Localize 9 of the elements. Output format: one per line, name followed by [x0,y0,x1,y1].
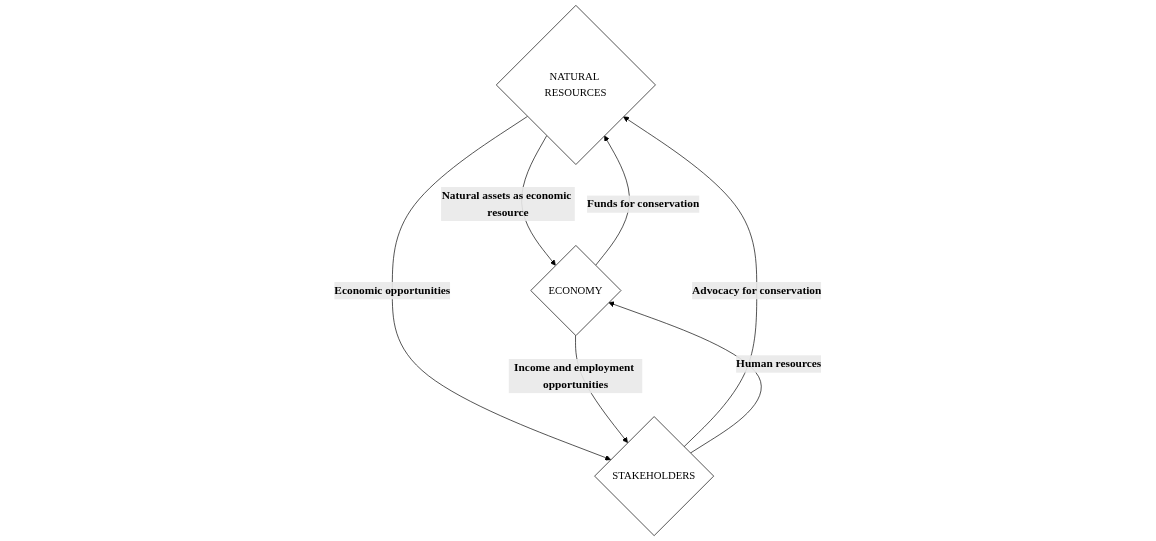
edge-label: Advocacy for conservation [692,284,822,297]
node-diamond: NATURAL RESOURCES [496,5,656,165]
edge-label: Human resources [736,357,822,371]
edge-label: Income and employment opportunities [514,361,635,391]
edge-label: Natural assets as economic resource [441,188,572,219]
edge-label: Economic opportunities [334,284,451,297]
node-diamond: ECONOMY [530,245,622,336]
node-diamond: STAKEHOLDERS [594,416,715,536]
edge-label: Funds for conservation [587,197,700,211]
